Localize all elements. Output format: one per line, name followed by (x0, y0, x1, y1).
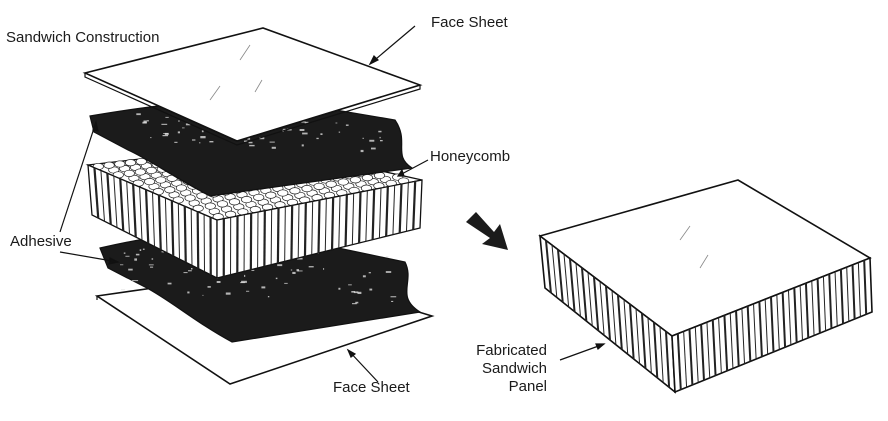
arrow-down-right-icon (466, 212, 508, 250)
face-sheet-top (82, 27, 423, 146)
panel-core-walls (545, 240, 868, 390)
title-label: Sandwich Construction (6, 29, 160, 46)
fabricated-label-line3: Panel (508, 378, 547, 395)
leader-lines (59, 25, 606, 383)
fabricated-label-line1: Fabricated (476, 342, 547, 359)
adhesive-label: Adhesive (10, 233, 72, 250)
honeycomb-cell-walls (93, 167, 417, 277)
honeycomb-label: Honeycomb (430, 148, 511, 165)
face-sheet-bottom-label: Face Sheet (333, 379, 410, 396)
fabricated-sandwich-panel (538, 179, 873, 394)
face-sheet-top-label: Face Sheet (431, 14, 508, 31)
fabricated-panel-label: Fabricated Sandwich Panel (452, 342, 547, 396)
fabricated-label-line2: Sandwich (481, 360, 547, 377)
